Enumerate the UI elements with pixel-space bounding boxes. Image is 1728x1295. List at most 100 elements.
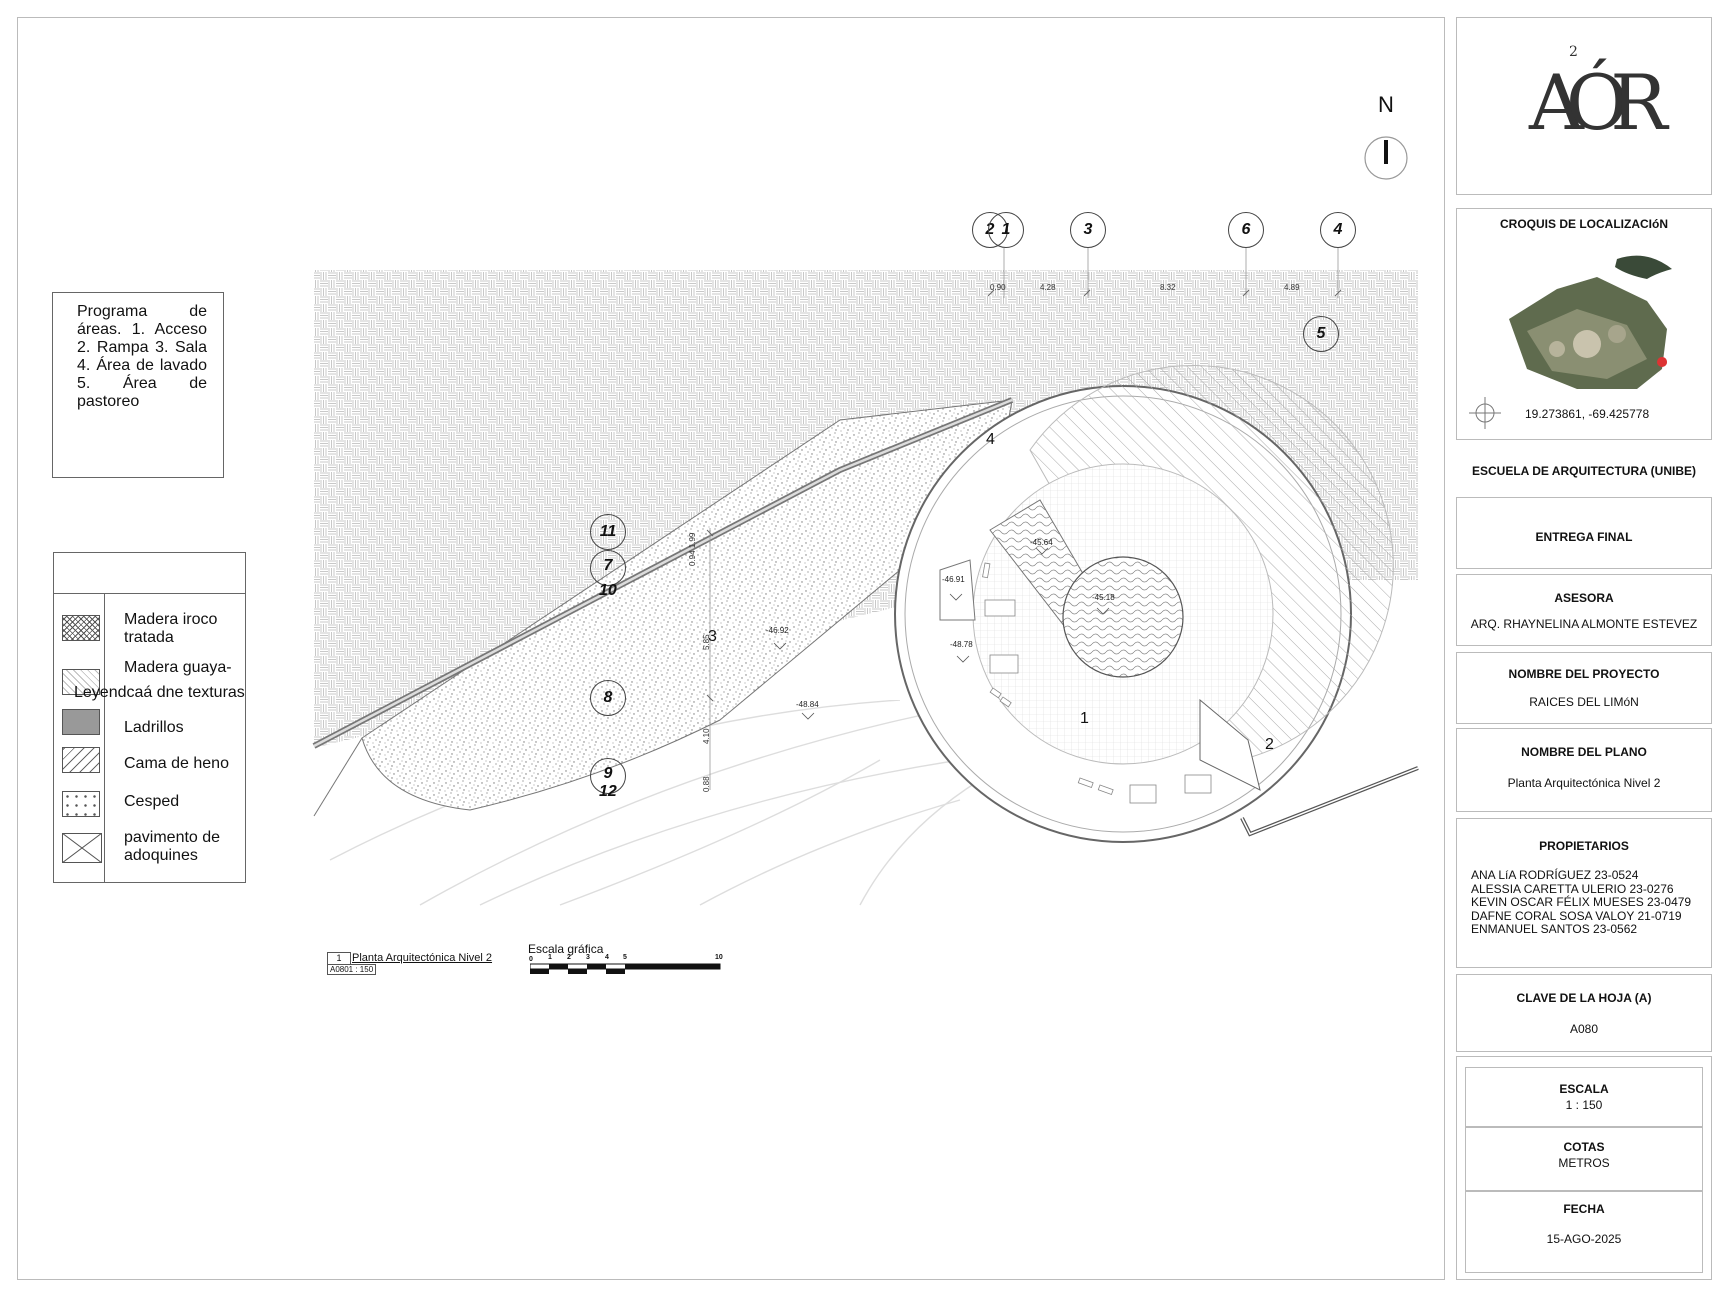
legend-label-heno: Cama de heno	[124, 755, 229, 772]
level-5: -48.78	[950, 640, 973, 649]
area-label-3: 3	[708, 628, 717, 645]
legend-swatch-iroco	[62, 615, 100, 641]
north-arrow-icon	[1364, 136, 1408, 180]
logo-box: AÓR 2	[1456, 17, 1712, 195]
sheet-key: A080	[1569, 1022, 1599, 1036]
location-title: CROQUIS DE LOCALIZACIóN	[1500, 217, 1668, 231]
project-label: NOMBRE DEL PROYECTO	[1508, 667, 1660, 681]
dim-top-1: 0.90	[990, 283, 1006, 292]
level-4: -46.92	[766, 626, 789, 635]
legend-label-iroco: Madera iroco tratada	[124, 611, 218, 646]
sheet-key-label: CLAVE DE LA HOJA (A)	[1516, 991, 1652, 1005]
plan-name-box: NOMBRE DEL PLANO Planta Arquitectónica N…	[1456, 728, 1712, 812]
scale-tick-2: 2	[567, 954, 571, 961]
legend-swatch-heno	[62, 747, 100, 773]
project-box: NOMBRE DEL PROYECTO RAICES DEL LIMóN	[1456, 652, 1712, 724]
floor-plan	[312, 248, 1419, 906]
grid-bubble-6: 6	[1228, 212, 1264, 248]
location-coordinates: 19.273861, -69.425778	[1525, 407, 1650, 421]
delivery-box: ENTREGA FINAL	[1456, 497, 1712, 569]
grid-bubble-7: 7	[590, 550, 626, 586]
level-2: -45.18	[1092, 593, 1115, 602]
plan-name: Planta Arquitectónica Nivel 2	[1507, 776, 1661, 790]
drawing-title-name: Planta Arquitectónica Nivel 2	[352, 952, 493, 964]
legend-label-cesped: Cesped	[124, 793, 180, 810]
drawing-title-sheet-scale: A0801 : 150	[327, 964, 377, 975]
program-box: Programa de áreas. 1. Acceso 2. Rampa 3.…	[52, 292, 224, 478]
school-name: ESCUELA DE ARQUITECTURA (UNIBE)	[1472, 464, 1696, 478]
sheet-key-box: CLAVE DE LA HOJA (A) A080	[1456, 974, 1712, 1052]
scale-tick-3: 3	[586, 954, 590, 961]
legend-label-adoquines: pavimento de adoquines	[124, 829, 221, 864]
dim-top-4: 4.89	[1284, 283, 1300, 292]
info-outer-box: ESCALA 1 : 150 COTAS METROS FECHA 15-AGO…	[1456, 1056, 1712, 1280]
legend-label-ladrillos: Ladrillos	[124, 719, 184, 736]
owner-3: KEVIN OSCAR FÉLIX MUESES 23-0479	[1471, 895, 1692, 909]
scale-tick-1: 1	[548, 954, 552, 961]
grid-bubble-9: 9	[590, 758, 626, 794]
units-value: METROS	[1558, 1156, 1610, 1170]
north-label: N	[1378, 92, 1394, 117]
delivery-label: ENTREGA FINAL	[1535, 530, 1633, 544]
legend-title: Leyendcaá dne texturas	[74, 684, 245, 701]
legend-label-guaya: Madera guaya-	[124, 659, 232, 676]
logo-superscript: 2	[1569, 44, 1578, 60]
location-box: CROQUIS DE LOCALIZACIóN 19.273861, -69.4…	[1456, 208, 1712, 440]
level-1: -45.64	[1030, 538, 1053, 547]
crosshair-icon	[1469, 397, 1501, 429]
grid-bubble-1: 1	[988, 212, 1024, 248]
grid-bubble-8: 8	[590, 680, 626, 716]
grid-bubble-3: 3	[1070, 212, 1106, 248]
date-value: 15-AGO-2025	[1546, 1232, 1622, 1246]
scale-label: ESCALA	[1559, 1082, 1609, 1096]
scale-value: 1 : 150	[1565, 1098, 1603, 1112]
units-label: COTAS	[1563, 1140, 1605, 1154]
legend-box: Madera iroco tratada Madera guaya- Leyen…	[53, 552, 246, 883]
dim-top-2: 4.28	[1040, 283, 1056, 292]
owner-4: DAFNE CORAL SOSA VALOY 21-0719	[1471, 908, 1682, 923]
central-core	[1062, 556, 1184, 678]
location-map-image	[1509, 255, 1672, 389]
owners-list: ANA LíA RODRÍGUEZ 23-0524 ALESSIA CARETT…	[1471, 868, 1692, 937]
legend-swatch-cesped	[62, 791, 100, 817]
owner-5: ENMANUEL SANTOS 23-0562	[1471, 922, 1638, 936]
scale-tick-10: 10	[715, 954, 723, 961]
scale-box: ESCALA 1 : 150	[1465, 1067, 1703, 1127]
grid-bubble-5: 5	[1303, 316, 1339, 352]
grid-label-10: 10	[599, 582, 617, 599]
legend-title-divider	[54, 593, 245, 594]
grid-bubble-11: 11	[590, 514, 626, 550]
date-label: FECHA	[1563, 1202, 1605, 1216]
logo: AÓR	[1529, 58, 1667, 147]
graphic-scale-label: Escala gráfica	[528, 942, 604, 956]
legend-swatch-ladrillos	[62, 709, 100, 735]
scale-tick-4: 4	[605, 954, 609, 961]
owner-1: ANA LíA RODRÍGUEZ 23-0524	[1471, 868, 1639, 882]
advisor-box: ASESORA ARQ. RHAYNELINA ALMONTE ESTEVEZ	[1456, 574, 1712, 646]
area-label-1: 1	[1080, 710, 1089, 727]
dim-vert-1: 0.94 1.99	[688, 532, 697, 566]
dim-vert-3: 4.10	[702, 728, 711, 744]
advisor-label: ASESORA	[1554, 591, 1614, 605]
grid-bubble-4: 4	[1320, 212, 1356, 248]
project-name: RAICES DEL LIMóN	[1529, 695, 1639, 709]
legend-swatch-guaya	[62, 669, 100, 695]
graphic-scale-bar	[530, 963, 721, 974]
drawing-frame	[17, 17, 1445, 1280]
units-box: COTAS METROS	[1465, 1127, 1703, 1191]
legend-column-divider	[104, 593, 105, 882]
level-6: -48.84	[796, 700, 819, 709]
level-3: -46.91	[942, 575, 965, 584]
program-text: Programa de áreas. 1. Acceso 2. Rampa 3.…	[77, 303, 207, 410]
scale-tick-5: 5	[623, 954, 627, 961]
plan-name-label: NOMBRE DEL PLANO	[1521, 745, 1647, 759]
advisor-name: ARQ. RHAYNELINA ALMONTE ESTEVEZ	[1470, 617, 1698, 631]
area-label-4: 4	[986, 431, 995, 448]
owner-2: ALESSIA CARETTA ULERIO 23-0276	[1471, 881, 1674, 896]
area-label-2: 2	[1265, 736, 1274, 753]
owners-box: PROPIETARIOS ANA LíA RODRÍGUEZ 23-0524 A…	[1456, 818, 1712, 968]
scale-tick-0: 0	[529, 956, 533, 963]
grid-label-12: 12	[599, 783, 617, 800]
legend-swatch-adoquines	[62, 833, 102, 863]
dim-vert-4: 0.88	[702, 776, 711, 792]
